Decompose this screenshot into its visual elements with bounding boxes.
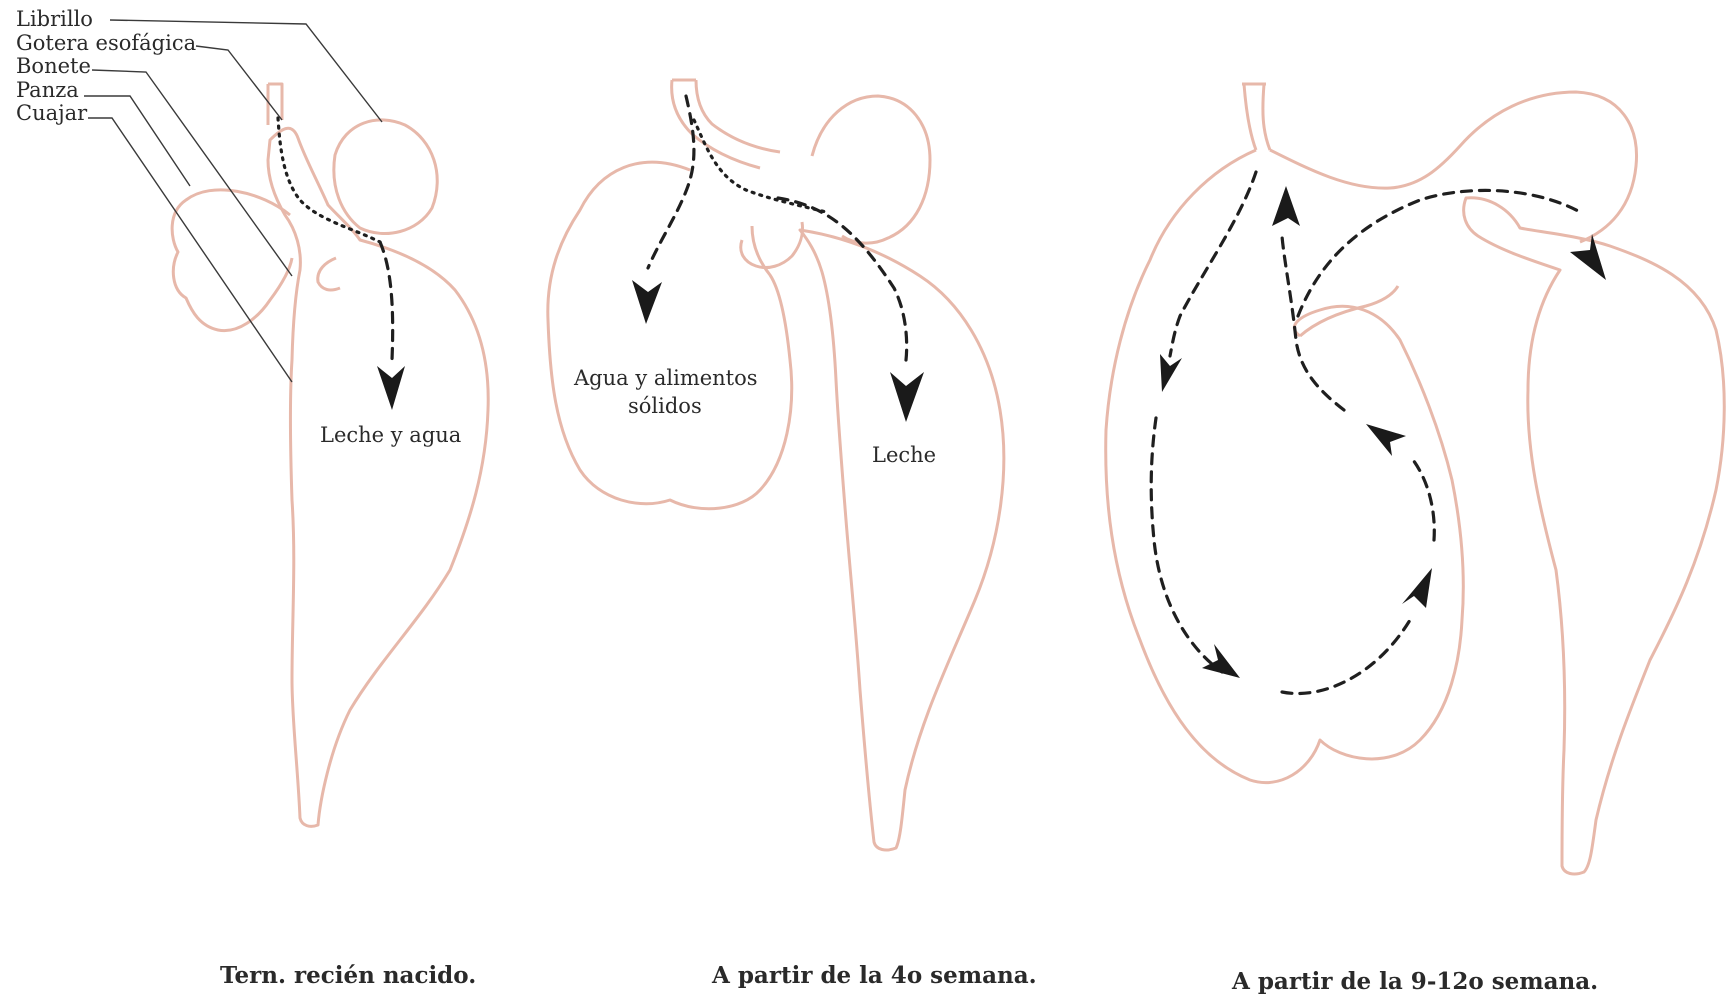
omasum-outline [334,120,437,234]
leader-bonete [92,70,292,276]
caption-newborn: Tern. recién nacido. [220,962,476,989]
flow-to-omasum [1298,190,1580,316]
label-gotera-esofagica: Gotera esofágica [16,31,196,55]
flow-label-milk: Leche [872,443,936,467]
rumen-outline [548,162,792,509]
label-bonete: Bonete [16,54,91,78]
esophagus-outline [672,80,780,168]
omasum-outline [812,96,930,243]
arrowhead-up-right-lower [1402,568,1432,608]
flow-label-water-solids-2: sólidos [628,394,702,418]
panel-week-4: Agua y alimentos sólidos Leche A partir … [548,80,1037,989]
panel-newborn: Librillo Gotera esofágica Bonete Panza C… [16,7,488,989]
flow-label-milk-water: Leche y agua [320,423,461,447]
flow-rumination-up [1282,236,1344,410]
caption-week-4: A partir de la 4o semana. [711,962,1037,989]
esophagus-outline [1242,84,1270,150]
reticulum-outline [741,222,803,268]
omasum-outline [1270,92,1637,242]
arrowhead-rumen-down [1160,354,1182,392]
label-panza: Panza [16,78,79,102]
milk-flow-arrow-line [380,242,393,360]
milk-flow-arrowhead [377,366,405,410]
label-cuajar: Cuajar [16,101,88,125]
abomasum-outline [1464,198,1725,874]
arrowhead-up-esophagus [1272,186,1300,226]
leader-cuajar [88,118,292,382]
flow-up-right [1410,456,1434,540]
caption-week-9-12: A partir de la 9-12o semana. [1231,968,1598,995]
flow-bottom-right [1282,620,1410,694]
arrowhead-up-right-upper [1366,424,1406,456]
flow-esophagus-to-rumen [1170,172,1256,356]
milk-flow-line [778,198,907,360]
reticulum-outline [318,258,340,290]
esophageal-groove-flow [278,118,380,242]
solids-flow-arrowhead [632,280,662,324]
dotted-groove-flow [694,120,826,212]
solids-flow-line [648,96,694,268]
abomasum-outline [800,230,1004,850]
panel-week-9-12: A partir de la 9-12o semana. [1106,84,1725,995]
flow-label-water-solids-1: Agua y alimentos [573,366,758,390]
flow-rumen-circulation [1151,418,1222,672]
label-librillo: Librillo [16,7,93,31]
milk-flow-arrowhead [890,372,924,422]
rumen-outline [172,190,292,331]
leader-panza [84,96,190,186]
